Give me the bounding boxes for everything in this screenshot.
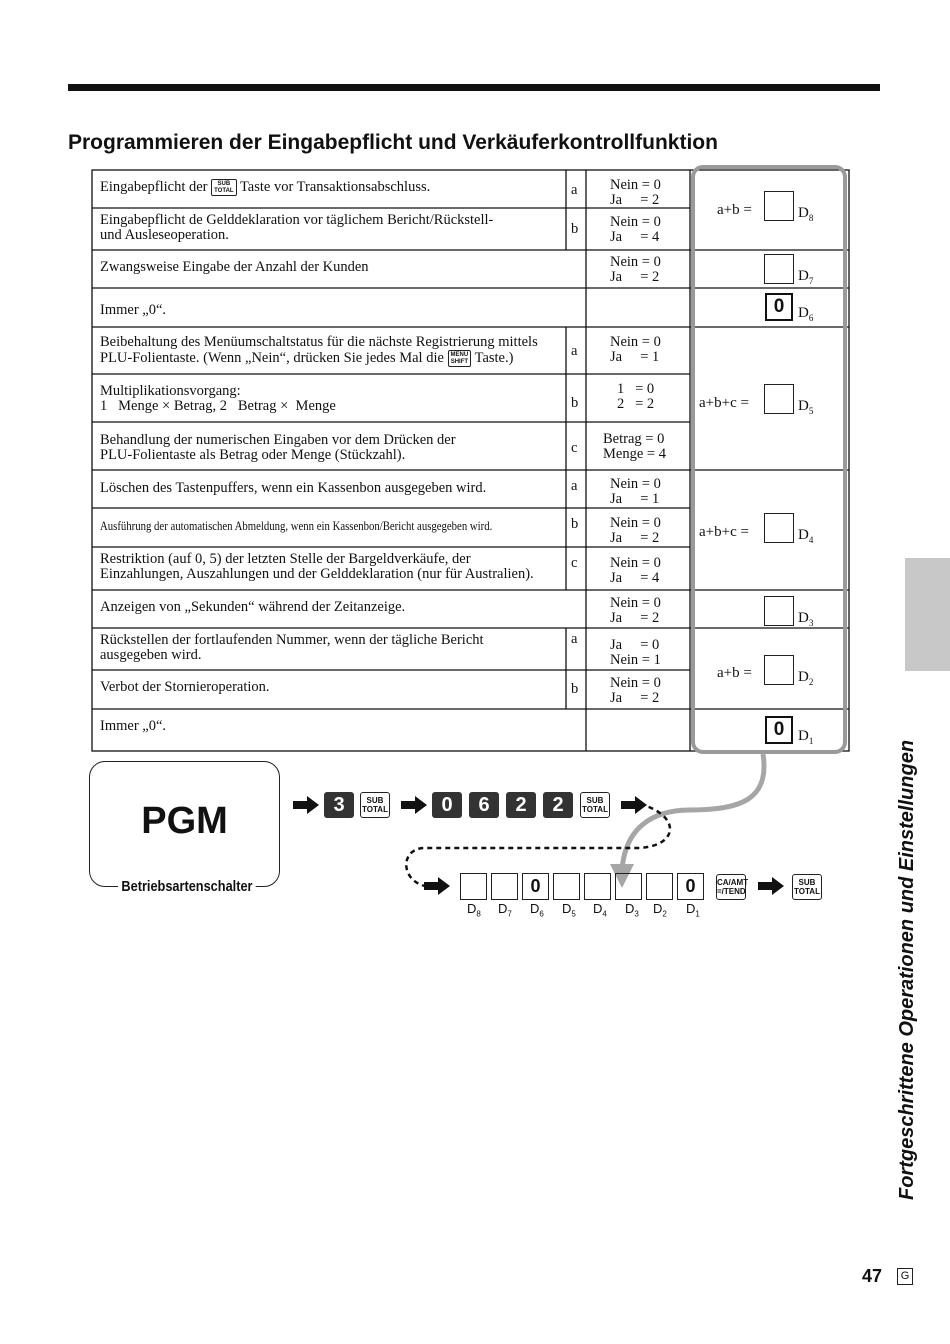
d3-label: D3 xyxy=(798,610,814,628)
entry-box-d8 xyxy=(460,873,487,900)
key-2[interactable]: 2 xyxy=(506,792,536,818)
arrow-right-icon xyxy=(621,796,647,814)
d1-fixed-zero: 0 xyxy=(765,716,793,744)
entry-label-d6: D6 xyxy=(530,901,544,919)
key-6[interactable]: 6 xyxy=(469,792,499,818)
entry-label-d4: D4 xyxy=(593,901,607,919)
flow-connectors xyxy=(405,753,767,888)
d2-label: D2 xyxy=(798,669,814,687)
row-2-text: Eingabepflicht de Gelddeklaration vor tä… xyxy=(100,212,494,243)
entry-label-d5: D5 xyxy=(562,901,576,919)
entry-label-d8: D8 xyxy=(467,901,481,919)
entry-label-d3: D3 xyxy=(625,901,639,919)
entry-label-d1: D1 xyxy=(686,901,700,919)
entry-box-d5 xyxy=(553,873,580,900)
d8-label: D8 xyxy=(798,205,814,223)
row-9-letter: b xyxy=(571,516,579,532)
entry-box-d4 xyxy=(584,873,611,900)
d4-input-box xyxy=(764,513,794,543)
row-13-text: Verbot der Stornieroperation. xyxy=(100,679,270,695)
row-12-text: Rückstellen der fortlaufenden Nummer, we… xyxy=(100,632,484,663)
d7-input-box xyxy=(764,254,794,284)
d4-sum-label: a+b+c = xyxy=(699,524,749,540)
mode-pgm-label: PGM xyxy=(141,800,228,842)
key-3[interactable]: 3 xyxy=(324,792,354,818)
entry-box-d1: 0 xyxy=(677,873,704,900)
row-7-letter: c xyxy=(571,440,578,456)
arrow-right-icon xyxy=(401,796,427,814)
entry-box-d7 xyxy=(491,873,518,900)
d6-label: D6 xyxy=(798,305,814,323)
row-13-letter: b xyxy=(571,681,579,697)
entry-label-d7: D7 xyxy=(498,901,512,919)
d2-input-box xyxy=(764,655,794,685)
section-tab xyxy=(905,558,950,671)
row-6-letter: b xyxy=(571,395,579,411)
d6-fixed-zero: 0 xyxy=(765,293,793,321)
row-10-letter: c xyxy=(571,555,578,571)
row-4-text: Immer „0“. xyxy=(100,302,167,318)
row-8-text: Löschen des Tastenpuffers, wenn ein Kass… xyxy=(100,480,487,496)
row-10-text: Restriktion (auf 0, 5) der letzten Stell… xyxy=(100,551,534,582)
section-side-label: Fortgeschrittene Operationen und Einstel… xyxy=(896,739,918,1200)
d5-input-box xyxy=(764,384,794,414)
entry-box-d2 xyxy=(646,873,673,900)
d5-sum-label: a+b+c = xyxy=(699,395,749,411)
row-5-text: Beibehaltung des Menüumschaltstatus für … xyxy=(100,334,538,367)
d2-sum-label: a+b = xyxy=(717,665,752,681)
d5-label: D5 xyxy=(798,398,814,416)
arrow-right-icon xyxy=(424,877,450,895)
row-6-text: Multiplikationsvorgang:1 Menge × Betrag,… xyxy=(100,383,336,414)
row-11-text: Anzeigen von „Sekunden“ während der Zeit… xyxy=(100,599,406,615)
page-number: 47 xyxy=(862,1266,883,1286)
entry-box-d3 xyxy=(615,873,642,900)
settings-table-grid xyxy=(91,165,850,754)
row-9-text: Ausführung der automatischen Abmeldung, … xyxy=(100,519,493,533)
language-badge: G xyxy=(897,1268,913,1285)
key-2[interactable]: 2 xyxy=(543,792,573,818)
d8-sum-label: a+b = xyxy=(717,202,752,218)
row-7-text: Behandlung der numerischen Eingaben vor … xyxy=(100,432,456,463)
ca-amt-tend-key[interactable]: CA/AMT=/TEND xyxy=(716,874,748,900)
d7-label: D7 xyxy=(798,268,814,286)
d3-input-box xyxy=(764,596,794,626)
row-2-letter: b xyxy=(571,221,579,237)
d8-input-box xyxy=(764,191,794,221)
row-8-letter: a xyxy=(571,478,578,494)
entry-label-d2: D2 xyxy=(653,901,667,919)
key-0[interactable]: 0 xyxy=(432,792,462,818)
row-14-text: Immer „0“. xyxy=(100,718,167,734)
page-title: Programmieren der Eingabepflicht und Ver… xyxy=(68,131,718,154)
entry-box-d6: 0 xyxy=(522,873,549,900)
d4-label: D4 xyxy=(798,527,814,545)
row-1-letter: a xyxy=(571,182,578,198)
row-3-text: Zwangsweise Eingabe der Anzahl der Kunde… xyxy=(100,259,369,275)
top-rule xyxy=(68,84,880,91)
arrow-right-icon xyxy=(293,796,319,814)
d1-label: D1 xyxy=(798,728,814,746)
arrow-right-icon xyxy=(758,877,784,895)
row-5-letter: a xyxy=(571,343,578,359)
row-12-letter: a xyxy=(571,631,578,647)
mode-switch-label: Betriebsartenschalter xyxy=(118,878,256,895)
